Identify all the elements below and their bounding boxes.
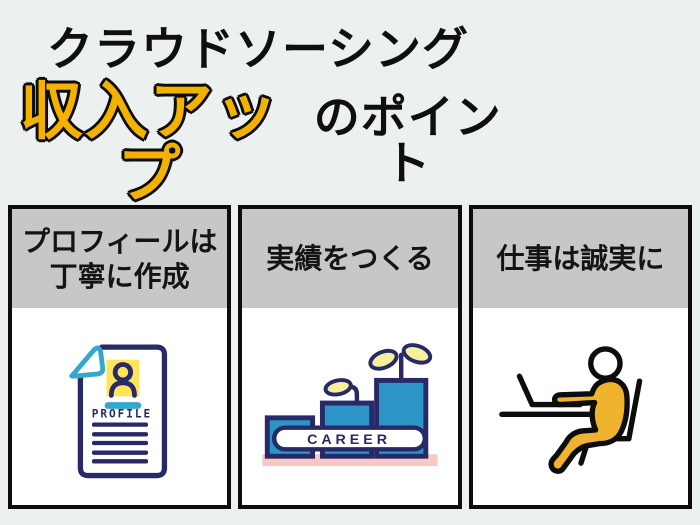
document-text-lines bbox=[91, 421, 148, 464]
card-work-body bbox=[473, 308, 688, 505]
card-work-title: 仕事は誠実に bbox=[496, 243, 665, 274]
card-profile-title-line2: 丁寧に作成 bbox=[49, 260, 190, 292]
folded-corner-icon bbox=[68, 345, 105, 378]
career-banner bbox=[271, 424, 428, 452]
card-career-body: CAREER bbox=[242, 308, 457, 505]
cards-row: プロフィールは 丁寧に作成 PROFILE bbox=[8, 205, 692, 509]
person-head bbox=[588, 345, 624, 381]
career-label: CAREER bbox=[307, 431, 391, 447]
card-profile-body: PROFILE bbox=[12, 308, 227, 505]
card-career: 実績をつくる CAREER bbox=[238, 205, 462, 509]
card-work-header: 仕事は誠実に bbox=[472, 209, 688, 308]
card-career-header: 実績をつくる bbox=[242, 209, 458, 308]
profile-document-icon: PROFILE bbox=[68, 343, 167, 478]
card-profile: プロフィールは 丁寧に作成 PROFILE bbox=[8, 205, 232, 509]
leaf-left bbox=[368, 348, 399, 371]
avatar-shoulders bbox=[108, 379, 137, 398]
career-steps-icon: CAREER bbox=[262, 342, 438, 466]
title-suffix: のポイント bbox=[313, 90, 502, 189]
card-profile-header: プロフィールは 丁寧に作成 bbox=[12, 209, 228, 308]
person-body bbox=[548, 376, 631, 474]
title-line1: クラウドソーシング bbox=[46, 23, 470, 75]
leaf-small bbox=[323, 377, 353, 397]
profile-label: PROFILE bbox=[91, 407, 151, 420]
card-career-title: 実績をつくる bbox=[266, 243, 434, 274]
card-profile-title-line1: プロフィールは bbox=[21, 225, 218, 257]
pink-base bbox=[262, 453, 438, 466]
person-laptop-icon bbox=[499, 345, 643, 474]
title-line2: 収入アップ のポイント bbox=[0, 76, 516, 210]
leaf-right bbox=[401, 342, 433, 365]
cyan-divider bbox=[104, 401, 141, 409]
main-title: クラウドソーシング 収入アップ のポイント bbox=[0, 24, 516, 207]
card-work: 仕事は誠実に bbox=[468, 205, 692, 509]
title-highlight: 収入アップ bbox=[19, 76, 280, 210]
avatar-head bbox=[112, 361, 133, 382]
